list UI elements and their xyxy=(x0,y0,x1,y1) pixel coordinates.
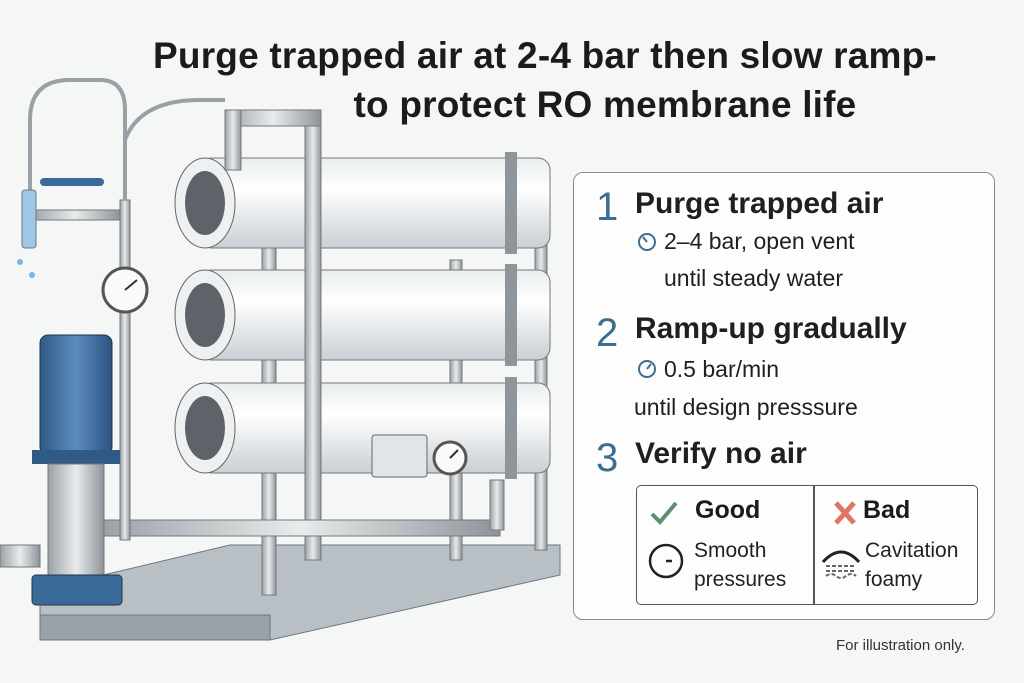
check-icon xyxy=(650,501,678,525)
step-2-detail-1: 0.5 bar/min xyxy=(664,356,780,382)
sample-line xyxy=(28,78,127,200)
control-box xyxy=(371,434,428,478)
flow-meter xyxy=(21,189,37,249)
piping xyxy=(29,109,505,561)
disclaimer: For illustration only. xyxy=(836,637,965,654)
steps-panel: 1 Purge trapped air 2–4 bar, open vent u… xyxy=(573,172,995,620)
step-1-detail-1: 2–4 bar, open vent xyxy=(664,228,855,254)
x-icon xyxy=(834,501,856,525)
step-2-number: 2 xyxy=(596,311,619,355)
pump xyxy=(0,334,123,606)
step-1-detail-2: until steady water xyxy=(664,265,843,291)
membrane-vessels xyxy=(174,152,551,479)
gauge-icon xyxy=(638,360,656,378)
pressure-gauge-icon xyxy=(432,440,468,476)
step-1-number: 1 xyxy=(596,185,619,229)
good-label: Good xyxy=(695,496,761,524)
smooth-gauge-icon xyxy=(648,543,684,579)
divider xyxy=(813,486,815,604)
good-line-1: Smooth xyxy=(694,539,767,562)
gauge-icon xyxy=(638,233,656,251)
step-2-heading: Ramp-up gradually xyxy=(635,312,907,345)
cavitation-icon xyxy=(821,550,861,579)
bad-line-1: Cavitation xyxy=(865,539,959,562)
step-2-detail-2: until design presssure xyxy=(634,394,858,420)
title-line-1: Purge trapped air at 2-4 bar then slow r… xyxy=(153,35,937,76)
pressure-gauge-icon xyxy=(101,266,149,314)
bad-line-2: foamy xyxy=(865,568,923,591)
good-line-2: pressures xyxy=(694,568,787,591)
title-line-2: to protect RO membrane life xyxy=(353,84,857,125)
step-3-heading: Verify no air xyxy=(635,437,807,470)
ro-system-illustration xyxy=(0,78,561,641)
valve-handle xyxy=(40,178,104,186)
bad-label: Bad xyxy=(863,496,911,524)
good-bad-comparison: Good Smooth pressures Bad Cavitation foa… xyxy=(636,485,978,605)
step-3-number: 3 xyxy=(596,436,619,480)
step-1-heading: Purge trapped air xyxy=(635,187,884,220)
